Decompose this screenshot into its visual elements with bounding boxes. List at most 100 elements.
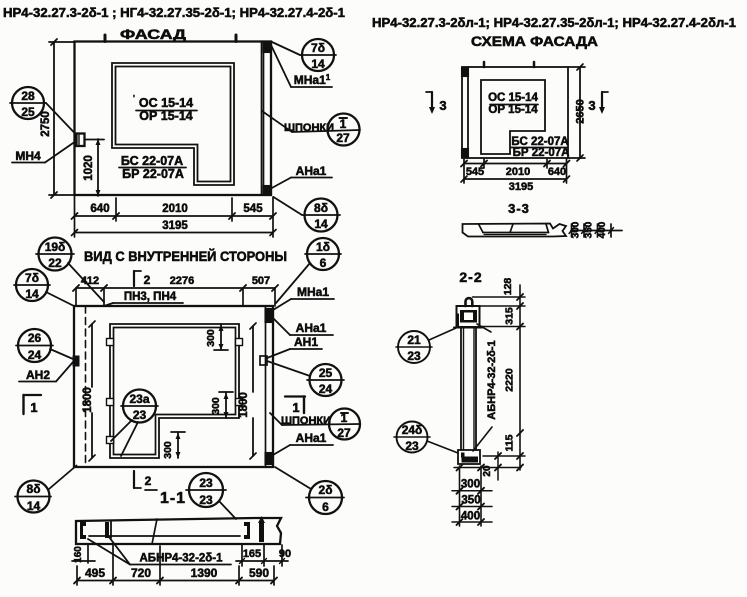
svg-text:АБНР4-32-2δ-1: АБНР4-32-2δ-1 xyxy=(140,553,224,565)
svg-text:400: 400 xyxy=(461,511,480,523)
svg-text:АБНР4-32-2δ-1: АБНР4-32-2δ-1 xyxy=(486,340,498,419)
svg-text:СХЕМА ФАСАДА: СХЕМА ФАСАДА xyxy=(471,34,598,49)
svg-text:495: 495 xyxy=(85,566,105,580)
svg-text:300: 300 xyxy=(205,329,217,347)
svg-text:АНа1: АНа1 xyxy=(296,431,327,445)
svg-text:3-3: 3-3 xyxy=(508,201,530,216)
svg-text:3: 3 xyxy=(588,98,595,113)
svg-text:6: 6 xyxy=(320,256,327,270)
svg-text:ВИД С ВНУТРЕННЕЙ СТОРОНЫ: ВИД С ВНУТРЕННЕЙ СТОРОНЫ xyxy=(84,249,287,264)
svg-text:2220: 2220 xyxy=(504,368,516,392)
svg-text:8δ: 8δ xyxy=(27,482,41,496)
svg-text:20: 20 xyxy=(482,465,493,477)
svg-text:24: 24 xyxy=(319,382,333,396)
svg-text:350: 350 xyxy=(461,495,480,507)
svg-text:23: 23 xyxy=(199,476,213,490)
svg-text:23: 23 xyxy=(407,349,421,363)
svg-text:ОС 15-14: ОС 15-14 xyxy=(139,96,193,110)
svg-text:АНа1: АНа1 xyxy=(296,321,327,335)
svg-text:2-2: 2-2 xyxy=(459,269,482,285)
svg-text:300: 300 xyxy=(571,221,582,238)
svg-text:1: 1 xyxy=(341,411,348,425)
svg-text:400: 400 xyxy=(597,221,608,238)
svg-text:2δ: 2δ xyxy=(319,483,333,497)
svg-text:3195: 3195 xyxy=(162,220,188,232)
svg-text:26: 26 xyxy=(28,331,42,345)
svg-text:АН1: АН1 xyxy=(294,335,318,349)
svg-text:МН4: МН4 xyxy=(15,149,41,163)
svg-text:1020: 1020 xyxy=(83,155,95,181)
svg-text:ОС 15-14: ОС 15-14 xyxy=(488,92,538,104)
svg-text:3195: 3195 xyxy=(509,181,533,193)
svg-text:БС 22-07А: БС 22-07А xyxy=(121,154,183,168)
svg-text:МНа1: МНа1 xyxy=(297,285,329,299)
svg-text:6: 6 xyxy=(322,500,329,514)
svg-text:300: 300 xyxy=(461,479,480,491)
svg-text:14: 14 xyxy=(27,499,41,513)
svg-text:ПН3, ПН4: ПН3, ПН4 xyxy=(124,291,177,303)
svg-text:БР 22-07А: БР 22-07А xyxy=(122,167,184,181)
svg-text:28: 28 xyxy=(21,89,35,103)
svg-text:2650: 2650 xyxy=(575,99,587,123)
svg-text:НР4-32.27.3-2δ-1 ; НГ4-32.27.: НР4-32.27.3-2δ-1 ; НГ4-32.27.35-2δ-1; НР… xyxy=(3,6,345,20)
svg-text:350: 350 xyxy=(584,221,595,238)
svg-text:23: 23 xyxy=(199,493,213,507)
svg-text:': ' xyxy=(133,94,135,103)
svg-text:1390: 1390 xyxy=(191,566,218,580)
svg-text:315: 315 xyxy=(504,307,516,325)
svg-text:АНа1: АНа1 xyxy=(296,164,327,178)
svg-text:22: 22 xyxy=(48,256,62,270)
svg-text:2: 2 xyxy=(144,273,151,287)
svg-text:300: 300 xyxy=(162,441,174,459)
svg-text:23: 23 xyxy=(133,408,147,422)
svg-text:1800: 1800 xyxy=(82,387,94,413)
svg-text:23: 23 xyxy=(405,439,419,453)
svg-text:590: 590 xyxy=(249,566,269,580)
svg-text:8δ: 8δ xyxy=(314,201,328,215)
svg-text:27: 27 xyxy=(336,131,350,145)
svg-text:БС 22-07А: БС 22-07А xyxy=(511,136,568,148)
svg-text:21: 21 xyxy=(407,333,421,347)
svg-text:2750: 2750 xyxy=(40,111,52,137)
svg-text:27: 27 xyxy=(337,426,351,440)
svg-text:25: 25 xyxy=(21,105,35,119)
svg-text:2: 2 xyxy=(145,474,152,488)
svg-text:1-1: 1-1 xyxy=(160,490,186,507)
svg-text:545: 545 xyxy=(466,166,484,178)
svg-text:1: 1 xyxy=(30,400,37,415)
svg-text:160: 160 xyxy=(73,546,84,563)
svg-text:2276: 2276 xyxy=(170,275,194,287)
svg-text:90: 90 xyxy=(279,548,291,560)
svg-text:507: 507 xyxy=(252,275,270,287)
svg-text:ОР 15-14: ОР 15-14 xyxy=(139,109,193,123)
svg-text:128: 128 xyxy=(502,278,514,296)
svg-text:640: 640 xyxy=(548,166,566,178)
svg-text:МНа11: МНа11 xyxy=(294,73,331,87)
svg-text:7δ: 7δ xyxy=(25,271,39,285)
svg-text:19δ: 19δ xyxy=(45,240,66,254)
svg-text:АН2: АН2 xyxy=(26,368,50,382)
svg-text:2010: 2010 xyxy=(162,203,188,215)
svg-text:23а: 23а xyxy=(129,392,149,406)
svg-text:24δ: 24δ xyxy=(402,423,423,437)
svg-text:НР4-32.27.3-2δл-1; НР4-32.27.: НР4-32.27.3-2δл-1; НР4-32.27.35-2δл-1; Н… xyxy=(372,16,736,30)
svg-text:ФАСАД: ФАСАД xyxy=(120,26,186,42)
svg-text:545: 545 xyxy=(243,203,263,215)
svg-text:3: 3 xyxy=(439,98,446,113)
svg-text:14: 14 xyxy=(311,57,325,71)
svg-text:1δ: 1δ xyxy=(316,240,330,254)
svg-text:300: 300 xyxy=(210,397,222,415)
svg-text:1: 1 xyxy=(340,117,347,131)
svg-text:14: 14 xyxy=(314,217,328,231)
svg-text:14: 14 xyxy=(25,287,39,301)
svg-text:25: 25 xyxy=(319,366,333,380)
svg-text:720: 720 xyxy=(131,566,151,580)
svg-text:1800: 1800 xyxy=(238,392,250,418)
svg-text:115: 115 xyxy=(504,434,516,451)
svg-text:640: 640 xyxy=(90,203,109,215)
svg-text:БР 22-07А: БР 22-07А xyxy=(513,147,570,159)
svg-text:24: 24 xyxy=(28,348,42,362)
svg-text:412: 412 xyxy=(81,275,99,287)
svg-text:ОР 15-14: ОР 15-14 xyxy=(488,104,538,116)
svg-text:165: 165 xyxy=(243,548,261,560)
